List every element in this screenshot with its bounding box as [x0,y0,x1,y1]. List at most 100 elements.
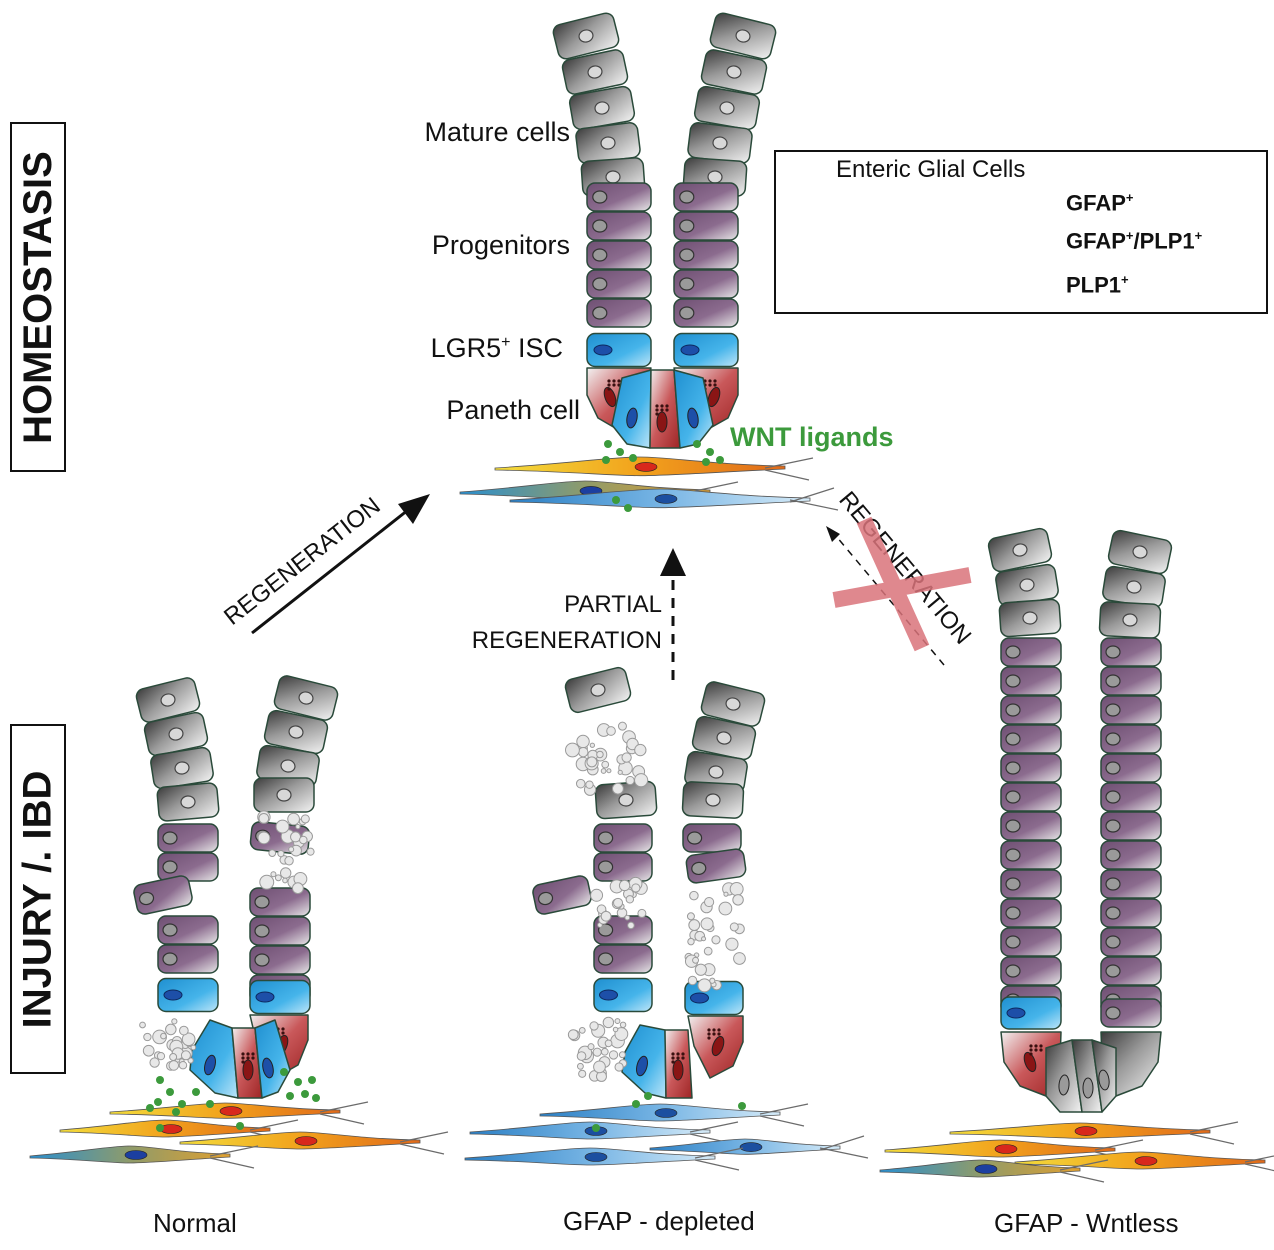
progenitor-cell [1000,637,1062,667]
debris-particle [606,726,616,736]
debris-particle [613,897,624,908]
crypts-layer [133,12,1173,1113]
debris-particle [732,894,744,906]
progenitor-cell [586,211,652,241]
progenitor-cell [1100,840,1162,870]
progenitor-cell [685,848,747,884]
debris-particle [287,812,300,826]
legend-title: Enteric Glial Cells [836,156,1026,183]
stem-cell [1000,996,1062,1030]
condition-normal: Normal [153,1208,237,1238]
debris-particle [619,1021,627,1029]
crypt-gfap-depleted [532,666,766,1099]
wnt-dot [702,458,710,466]
progenitor-cell [157,852,219,882]
progenitor-cell [1100,898,1162,928]
progenitor-cell [1100,666,1162,696]
mature-cell [143,711,209,757]
paneth-cell [649,369,681,449]
progenitor-cell [586,298,652,328]
glial-cell [494,456,814,481]
glial-cell [649,1135,869,1159]
debris-particle [165,1023,177,1036]
debris-particle [723,891,729,897]
debris-particle [178,1060,188,1070]
mature-cell [681,781,745,819]
mature-cell [135,677,201,723]
debris-particle [586,756,598,768]
wnt-dot [286,1092,294,1100]
debris-particle [624,914,631,921]
debris-particle [703,946,713,956]
debris-particle [608,1050,619,1060]
progenitor-cell [1100,753,1162,783]
progenitor-cell [1000,724,1062,754]
progenitor-cell [1000,782,1062,812]
debris-particle [190,1044,197,1051]
wnt-dot [301,1090,309,1098]
progenitor-cell [593,852,653,882]
progenitor-cell [249,945,311,975]
debris-particle [142,1044,155,1057]
debris-particle [156,1051,166,1061]
mature-cell [561,49,629,95]
wnt-dot [156,1124,164,1132]
progenitor-cell [586,182,652,212]
partial-regeneration-line1: PARTIAL [564,591,662,618]
cross-icon [832,516,972,652]
debris-particle [160,1032,167,1040]
progenitor-cell [1000,956,1062,986]
debris-particle [600,910,612,922]
debris-particle [258,812,270,824]
debris-particle [592,1047,602,1057]
progenitor-cell [593,823,653,853]
wnt-dot [612,496,620,504]
wnt-dot [693,440,701,448]
debris-particle [143,1032,152,1042]
debris-particle [618,879,631,892]
progenitor-cell [1100,811,1162,841]
debris-particle [729,882,744,897]
progenitor-cell [673,298,739,328]
progenitor-cell [532,875,592,915]
mature-cell [709,12,777,60]
progenitor-cell [1000,695,1062,725]
wnt-dot [592,1124,600,1132]
label-mature-cells: Mature cells [424,117,570,147]
progenitor-cell [593,944,653,974]
debris-particle [275,819,290,834]
wnt-dot [156,1076,164,1084]
glial-cell [179,1131,449,1155]
label-wnt-ligands: WNT ligands [730,422,894,452]
mature-cell [273,675,339,721]
wnt-dot [602,456,610,464]
debris-particle [575,778,586,789]
arrow-regeneration-left: REGENERATION [219,492,430,635]
progenitor-cell [1100,927,1162,957]
debris-particle [631,883,641,893]
crypt-normal [133,675,339,1099]
debris-particle [578,746,589,758]
debris-particle [689,890,699,901]
legend-item-gfap-plp1: GFAP+/PLP1+ [1066,228,1203,254]
debris-particle [270,871,277,878]
wnt-dot [624,504,632,512]
debris-particle [589,742,595,748]
mature-cell [256,744,320,788]
stem-cell [254,1019,291,1099]
debris-particle [701,936,707,942]
debris-particle [277,850,285,858]
debris-particle [612,782,624,795]
debris-particle [612,1026,619,1033]
wnt-dot [629,454,637,462]
glial-cell [464,1147,744,1171]
debris-particle [284,856,294,866]
debris-particle [593,1060,606,1074]
debris-particle [711,935,721,945]
progenitor-cell [586,269,652,299]
debris-particle [268,849,277,858]
progenitor-cell [133,875,193,915]
glial-cell [949,1121,1239,1145]
legend-item-plp1: PLP1+ [1066,272,1129,298]
debris-particle [688,919,701,931]
